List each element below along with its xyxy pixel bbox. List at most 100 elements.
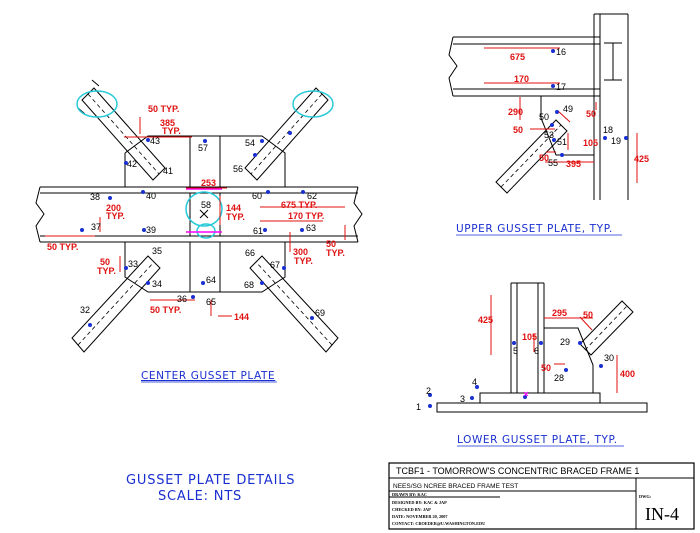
gusset-plate-outline xyxy=(124,135,286,293)
upper-dim-675: 675 xyxy=(510,52,525,62)
label-63: 63 xyxy=(306,223,316,233)
lower-dim-400: 400 xyxy=(620,369,635,379)
dim-170-typ: 170 TYP. xyxy=(288,211,324,221)
upper-dimension-lines xyxy=(484,47,638,183)
label-16: 16 xyxy=(556,47,566,57)
dim-200-typ: TYP. xyxy=(106,211,125,221)
label-68: 68 xyxy=(244,280,254,290)
lower-dimension-lines xyxy=(490,295,618,393)
label-35: 35 xyxy=(152,246,162,256)
label-49: 49 xyxy=(563,104,573,114)
center-crosshair-icon xyxy=(199,209,209,219)
center-instrument-dots xyxy=(80,131,314,327)
upper-dim-105: 105 xyxy=(583,138,598,148)
designed-by: DESIGNED BY: KAC & JAP xyxy=(392,500,447,505)
label-19: 19 xyxy=(611,136,621,146)
label-60: 60 xyxy=(252,191,262,201)
dwg-number: IN-4 xyxy=(645,504,679,524)
dim-144a-typ: TYP. xyxy=(226,212,245,222)
lower-dim-50a: 50 xyxy=(583,310,593,320)
label-17: 17 xyxy=(556,82,566,92)
contact: CONTACT: CROEDER@U.WASHINGTON.EDU xyxy=(392,521,485,526)
label-40: 40 xyxy=(146,191,156,201)
upper-dim-50c: 50 xyxy=(539,153,549,163)
label-65: 65 xyxy=(206,297,216,307)
label-37: 37 xyxy=(91,222,101,232)
dim-50c: 50 xyxy=(326,239,336,249)
scale-note: SCALE: NTS xyxy=(158,489,242,504)
label-6: 6 xyxy=(534,346,539,356)
lower-brace xyxy=(579,300,634,356)
details-title: GUSSET PLATE DETAILS xyxy=(126,473,295,488)
dim-50d-typ: TYP. xyxy=(97,266,116,276)
label-51: 51 xyxy=(557,137,567,147)
label-57: 57 xyxy=(198,143,208,153)
label-1: 1 xyxy=(416,402,421,412)
label-4: 4 xyxy=(472,377,477,387)
dim-144a: 144 xyxy=(226,203,241,213)
label-55: 55 xyxy=(548,158,558,168)
dim-50typ-e: 50 TYP. xyxy=(150,305,181,315)
lower-base-plate xyxy=(436,402,648,413)
label-58: 58 xyxy=(201,200,211,210)
lower-gusset-detail: 2 1 3 4 5 6 29 28 30 425 295 50 105 50 4… xyxy=(416,282,648,447)
label-54: 54 xyxy=(245,138,255,148)
beam-break-right xyxy=(353,186,363,243)
checked-by: CHECKED BY: JAP xyxy=(392,507,431,512)
dim-300: 300 xyxy=(293,247,308,257)
label-33: 33 xyxy=(128,259,138,269)
dim-50typ-a: 50 TYP. xyxy=(148,104,179,114)
label-28: 28 xyxy=(554,373,564,383)
dim-50c-typ: TYP. xyxy=(326,248,345,258)
highlight-ellipse-ur xyxy=(292,90,334,118)
upper-dim-50b: 50 xyxy=(586,109,596,119)
dim-385-typ: TYP. xyxy=(162,126,181,136)
label-62: 62 xyxy=(307,191,317,201)
brace-lower-right xyxy=(249,255,339,353)
dim-50typ-b: 50 TYP. xyxy=(47,242,78,252)
label-42: 42 xyxy=(127,159,137,169)
dim-300-typ: TYP. xyxy=(294,256,313,266)
drawing-date: DATE: NOVEMBER 20, 2007 xyxy=(392,514,448,519)
drawn-by: DRAWN BY: KAC xyxy=(392,492,427,497)
center-dimension-lines xyxy=(45,117,346,317)
upper-instrument-dots xyxy=(550,49,628,157)
label-61: 61 xyxy=(253,226,263,236)
upper-brace xyxy=(495,119,568,194)
lower-dim-425: 425 xyxy=(478,315,493,325)
label-32: 32 xyxy=(80,305,90,315)
upper-dim-395: 395 xyxy=(566,159,581,169)
label-5: 5 xyxy=(513,346,518,356)
lower-dim-105: 105 xyxy=(522,332,537,342)
lower-base-block xyxy=(479,392,601,404)
label-30: 30 xyxy=(604,353,614,363)
beam-break-left xyxy=(35,186,45,243)
dim-675-typ: 675 TYP. xyxy=(281,200,317,210)
dim-50d: 50 xyxy=(100,257,110,267)
brace-upper-right xyxy=(244,87,329,181)
label-67: 67 xyxy=(270,260,280,270)
title-block: TCBF1 - TOMORROW'S CONCENTRIC BRACED FRA… xyxy=(388,462,695,530)
label-34: 34 xyxy=(152,279,162,289)
center-gusset-title: CENTER GUSSET PLATE xyxy=(141,370,275,382)
label-56: 56 xyxy=(233,164,243,174)
dim-144b: 144 xyxy=(234,312,249,322)
upper-dim-170: 170 xyxy=(514,74,529,84)
label-50: 50 xyxy=(539,112,549,122)
upper-beam-break xyxy=(448,36,458,97)
upper-dim-425: 425 xyxy=(634,154,649,164)
lower-marker-icon xyxy=(523,391,529,397)
dim-253: 253 xyxy=(201,178,216,188)
label-69: 69 xyxy=(315,308,325,318)
upper-gusset-title: UPPER GUSSET PLATE, TYP. xyxy=(456,223,613,235)
upper-dim-50a: 50 xyxy=(513,125,523,135)
upper-column-section-icon xyxy=(604,42,622,81)
label-2: 2 xyxy=(426,386,431,396)
lower-dim-50b: 50 xyxy=(541,363,551,373)
brace-lower-left xyxy=(71,255,161,353)
label-64: 64 xyxy=(206,275,216,285)
label-39: 39 xyxy=(146,225,156,235)
project-title: TCBF1 - TOMORROW'S CONCENTRIC BRACED FRA… xyxy=(396,466,639,476)
upper-gusset-detail: 16 17 18 19 49 50 51 55 53 675 170 290 5… xyxy=(448,13,649,236)
